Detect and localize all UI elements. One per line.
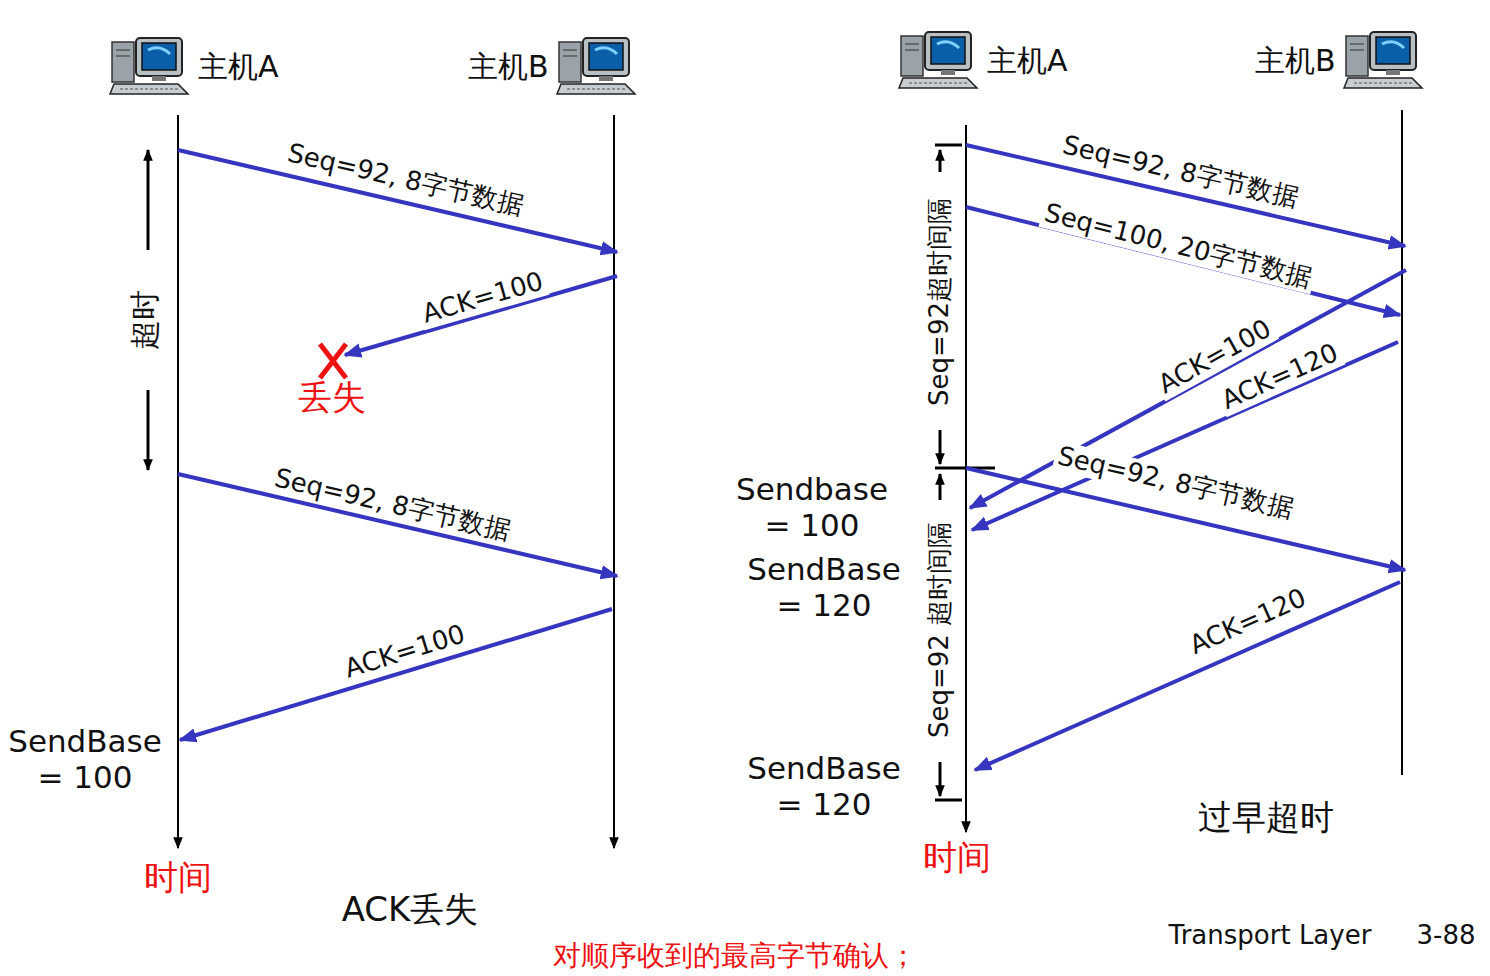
loss-label: 丢失	[298, 378, 366, 417]
bracket-tick	[935, 144, 962, 147]
timeout-arrow	[939, 150, 942, 172]
timeout-interval-label: Seq=92超时间隔	[925, 195, 955, 409]
bracket-tick	[935, 467, 995, 470]
host-name: 主机B	[468, 47, 549, 88]
footer-text: Transport Layer	[1169, 921, 1372, 951]
time-label: 时间	[923, 838, 991, 877]
segment-label: Seq=92, 8字节数据	[1051, 441, 1298, 526]
timeout-arrow	[939, 430, 942, 464]
ack-label: ACK=100	[338, 619, 471, 686]
timeline	[965, 125, 967, 832]
sendbase-label: SendBase = 120	[737, 751, 912, 822]
segment-label: Seq=92, 8字节数据	[281, 138, 528, 223]
ack-arrow	[975, 582, 1400, 770]
figure-title: ACK丢失	[342, 890, 479, 929]
host: 主机B	[1255, 30, 1426, 92]
timeout-arrow	[939, 474, 942, 500]
timeline	[613, 115, 615, 848]
timeline	[1401, 110, 1403, 775]
time-label: 时间	[144, 858, 212, 897]
note-text: 对顺序收到的最高字节确认；	[553, 940, 917, 972]
sendbase-label: SendBase = 100	[0, 724, 173, 795]
page-number: 3-88	[1416, 921, 1475, 951]
bracket-tick	[935, 799, 962, 802]
timeline	[177, 115, 179, 848]
figure-title: 过早超时	[1198, 798, 1334, 837]
ack-arrow	[180, 609, 612, 740]
computer-icon	[897, 30, 981, 92]
timeout-arrow	[147, 150, 150, 250]
segment-label: Seq=92, 8字节数据	[1056, 130, 1303, 215]
host-name: 主机B	[1255, 41, 1336, 82]
host: 主机B	[468, 36, 639, 98]
host-name: 主机A	[198, 47, 279, 88]
host: 主机A	[897, 30, 1068, 92]
computer-icon	[555, 36, 639, 98]
ack-label: ACK=100	[416, 266, 549, 331]
host: 主机A	[108, 36, 279, 98]
segment-label: Seq=100, 20字节数据	[1039, 198, 1318, 295]
host-name: 主机A	[987, 41, 1068, 82]
sendbase-label: Sendbase = 100	[725, 472, 900, 543]
computer-icon	[108, 36, 192, 98]
timeout-arrow	[147, 390, 150, 470]
timeout-label: 超时	[128, 287, 163, 353]
timeout-arrow	[939, 762, 942, 796]
timeout-interval-label: Seq=92 超时间隔	[925, 519, 955, 741]
sendbase-label: SendBase = 120	[737, 552, 912, 623]
computer-icon	[1342, 30, 1426, 92]
loss-mark	[320, 344, 346, 378]
segment-arrow	[178, 474, 617, 576]
